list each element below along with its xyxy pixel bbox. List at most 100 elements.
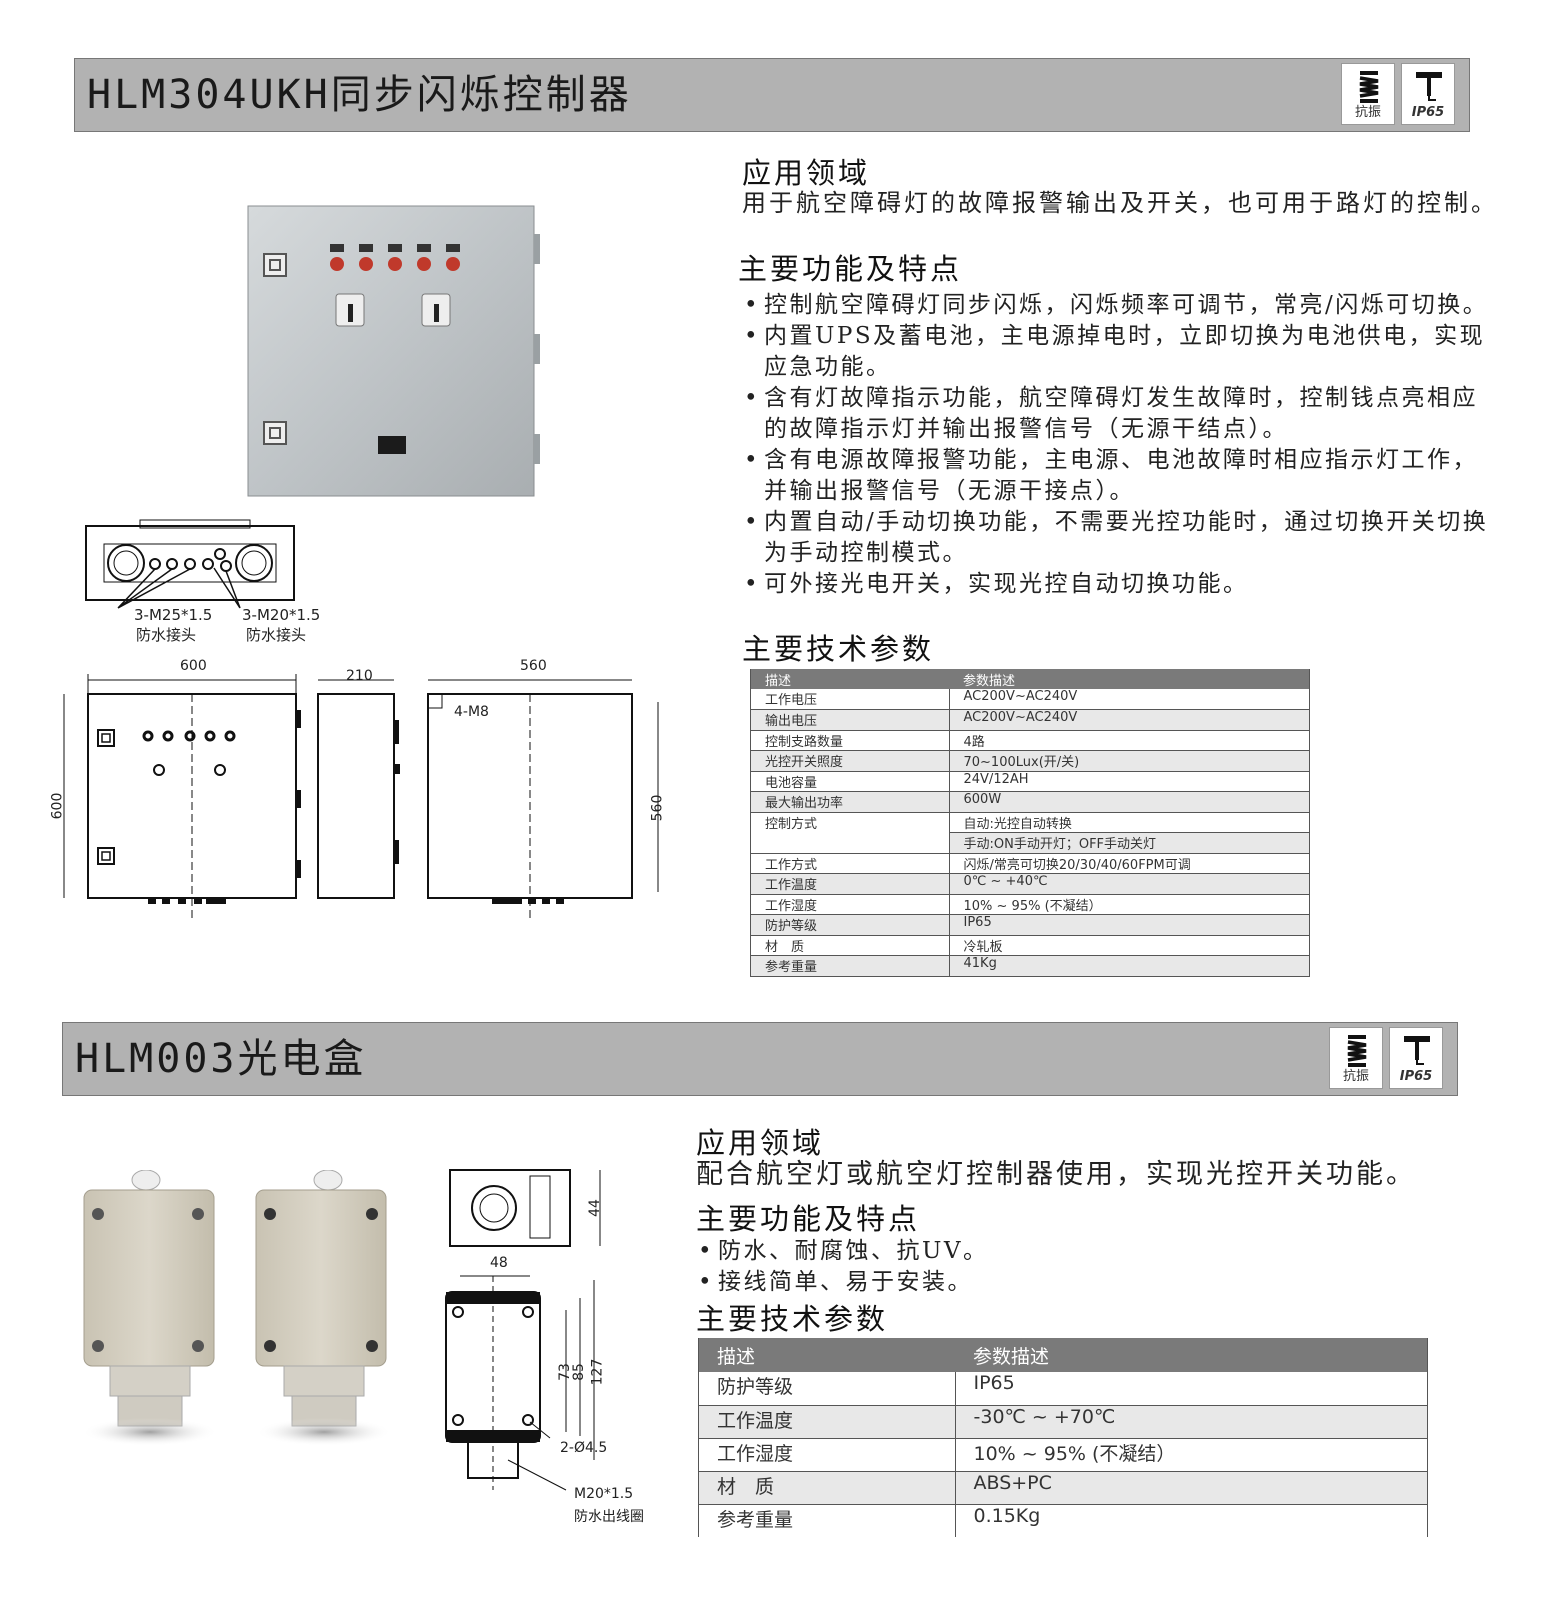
mount-holes-dim: 4-M8 (454, 704, 489, 720)
spring-icon (1347, 1035, 1367, 1067)
section2-title: HLM003光电盒 (75, 1036, 367, 1082)
top-height-dim: 44 (586, 1199, 603, 1217)
section2-banner: HLM003光电盒 抗振 IP65 (62, 1022, 1458, 1096)
controller-cabinet-photo (247, 205, 540, 497)
table-cell: 闪烁/常亮可切换20/30/40/60FPM可调 (949, 853, 1310, 874)
section1-title: HLM304UKH同步闪烁控制器 (87, 72, 632, 118)
table-cell: -30℃ ~ +70℃ (955, 1405, 1428, 1439)
feature-item: 控制航空障碍灯同步闪烁，闪烁频率可调节，常亮/闪烁可切换。 (742, 290, 1498, 321)
table-cell: 工作方式 (750, 853, 950, 874)
table-cell: 控制支路数量 (750, 730, 950, 751)
table-cell: 70~100Lux(开/关) (949, 750, 1310, 772)
table-cell: 输出电压 (750, 709, 950, 731)
table-header-value: 参数描述 (949, 669, 1310, 689)
table-cell: 冷轧板 (949, 935, 1310, 956)
table-cell: 24V/12AH (949, 771, 1310, 792)
table-cell: IP65 (949, 914, 1310, 936)
section2-app-text: 配合航空灯或航空灯控制器使用，实现光控开关功能。 (696, 1159, 1416, 1190)
table-cell: 工作湿度 (750, 894, 950, 915)
umbrella-icon (1416, 72, 1442, 101)
photocell-box-photo (82, 1170, 392, 1446)
conn1-label: 防水接头 (136, 626, 197, 644)
side-depth-dim: 210 (346, 668, 373, 684)
table-cell: IP65 (955, 1372, 1428, 1406)
table-header-value: 参数描述 (955, 1338, 1428, 1372)
table-cell: 4路 (949, 730, 1310, 751)
spring-icon (1359, 71, 1379, 103)
feature-item: 可外接光电开关，实现光控自动切换功能。 (742, 569, 1498, 600)
feature-item: 含有灯故障指示功能，航空障碍灯发生故障时，控制钱点亮相应的故障指示灯并输出报警信… (742, 383, 1498, 445)
table-cell: 电池容量 (750, 771, 950, 792)
section1-badges: 抗振 IP65 (1341, 63, 1455, 125)
feature-item: 内置UPS及蓄电池，主电源掉电时，立即切换为电池供电，实现应急功能。 (742, 321, 1498, 383)
section1-feat-heading: 主要功能及特点 (738, 252, 963, 286)
gland-size: M20*1.5 (574, 1486, 634, 1502)
d2-dim: 85 (570, 1363, 587, 1381)
table-cell: 材 质 (698, 1471, 956, 1505)
table-cell: ABS+PC (955, 1471, 1428, 1505)
table-cell: 防护等级 (698, 1372, 956, 1406)
d3-dim: 127 (589, 1358, 606, 1386)
front-height-dim: 600 (49, 792, 66, 820)
table-cell: 工作湿度 (698, 1438, 956, 1472)
table-cell: 手动:ON手动开灯；OFF手动关灯 (949, 832, 1310, 854)
ip65-badge: IP65 (1389, 1027, 1443, 1089)
gland-label: 防水出线圈 (574, 1509, 644, 1525)
conn1-size: 3-M25*1.5 (134, 606, 213, 624)
anti-vibration-badge: 抗振 (1341, 63, 1395, 125)
section2-app-heading: 应用领域 (696, 1126, 825, 1160)
table-cell: 最大输出功率 (750, 791, 950, 813)
table-cell (750, 832, 950, 854)
table-header-desc: 描述 (698, 1338, 955, 1372)
section2-badges: 抗振 IP65 (1329, 1027, 1443, 1089)
table-cell: 工作温度 (750, 873, 950, 895)
feature-item: 防水、耐腐蚀、抗UV。 (696, 1236, 1456, 1267)
table-cell: 防护等级 (750, 914, 950, 936)
back-height-dim: 560 (649, 794, 666, 822)
table-header-desc: 描述 (750, 669, 949, 689)
table-cell: 10% ~ 95% (不凝结） (955, 1438, 1428, 1472)
feature-item: 接线简单、易于安装。 (696, 1267, 1456, 1298)
table-cell: 自动:光控自动转换 (949, 812, 1310, 833)
table-cell: 参考重量 (750, 955, 950, 977)
conn2-size: 3-M20*1.5 (242, 606, 321, 624)
width-dim: 48 (490, 1255, 508, 1271)
back-width-dim: 560 (520, 658, 547, 674)
table-cell: 材 质 (750, 935, 950, 956)
section1-app-heading: 应用领域 (742, 156, 871, 190)
feature-item: 含有电源故障报警功能，主电源、电池故障时相应指示灯工作，并输出报警信号（无源干接… (742, 445, 1498, 507)
table-cell: 控制方式 (750, 812, 950, 833)
front-width-dim: 600 (180, 658, 207, 674)
table-cell: 工作温度 (698, 1405, 956, 1439)
table-cell: 41Kg (949, 955, 1310, 977)
table-cell: 0.15Kg (973, 1504, 1041, 1527)
anti-vibration-label: 抗振 (1342, 1069, 1369, 1084)
photocell-dimension-drawing (445, 1169, 601, 1491)
section1-app-text: 用于航空障碍灯的故障报警输出及开关，也可用于路灯的控制。 (742, 189, 1498, 217)
cabinet-dimension-drawing (63, 674, 659, 922)
anti-vibration-badge: 抗振 (1329, 1027, 1383, 1089)
section1-banner: HLM304UKH同步闪烁控制器 抗振 IP65 (74, 58, 1470, 132)
table-cell: 参考重量 (698, 1504, 956, 1537)
conn2-label: 防水接头 (246, 626, 307, 644)
connector-bottom-drawing (85, 519, 295, 609)
table-cell: 工作电压 (750, 689, 950, 710)
section2-feature-list: 防水、耐腐蚀、抗UV。 接线简单、易于安装。 (696, 1236, 1456, 1298)
ip65-label: IP65 (1399, 1069, 1433, 1084)
table-cell: 光控开关照度 (750, 750, 950, 772)
table-cell: 0℃ ~ +40℃ (949, 873, 1310, 895)
ip65-label: IP65 (1411, 105, 1445, 120)
table-cell: AC200V~AC240V (949, 689, 1310, 710)
umbrella-icon (1404, 1036, 1430, 1065)
section2-feat-heading: 主要功能及特点 (696, 1202, 921, 1236)
section1-spec-heading: 主要技术参数 (742, 632, 935, 666)
table-cell: 600W (949, 791, 1310, 813)
ip65-badge: IP65 (1401, 63, 1455, 125)
anti-vibration-label: 抗振 (1354, 105, 1381, 120)
table-cell: 10% ~ 95% (不凝结） (949, 894, 1310, 915)
feature-item: 内置自动/手动切换功能，不需要光控功能时，通过切换开关切换为手动控制模式。 (742, 507, 1498, 569)
holes-dim: 2-Ø4.5 (560, 1440, 608, 1456)
table-cell: AC200V~AC240V (949, 709, 1310, 731)
